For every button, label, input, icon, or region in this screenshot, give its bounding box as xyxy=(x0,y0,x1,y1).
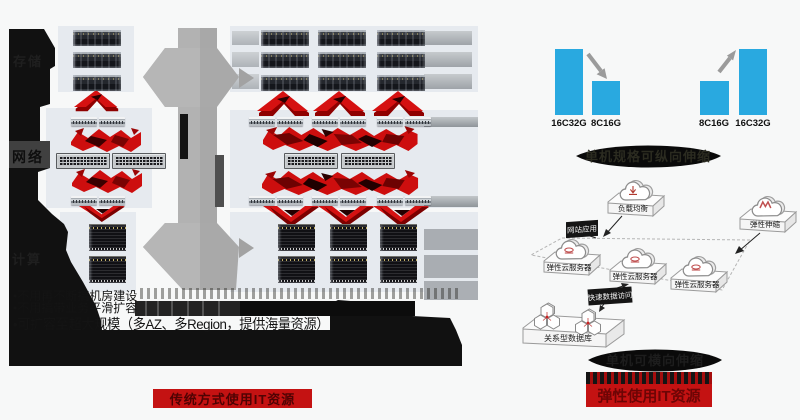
svg-text:弹性云服务器: 弹性云服务器 xyxy=(547,262,592,272)
svg-text:单机可横向伸缩: 单机可横向伸缩 xyxy=(606,353,704,368)
svg-text:负载均衡: 负载均衡 xyxy=(618,203,648,213)
svg-text:弹性云服务器: 弹性云服务器 xyxy=(675,279,720,289)
svg-text:关系型数据库: 关系型数据库 xyxy=(544,333,592,343)
svg-text:弹性云服务器: 弹性云服务器 xyxy=(613,271,658,281)
svg-text:弹性伸缩: 弹性伸缩 xyxy=(750,219,780,229)
svg-text:单机规格可纵向伸缩: 单机规格可纵向伸缩 xyxy=(585,149,711,164)
